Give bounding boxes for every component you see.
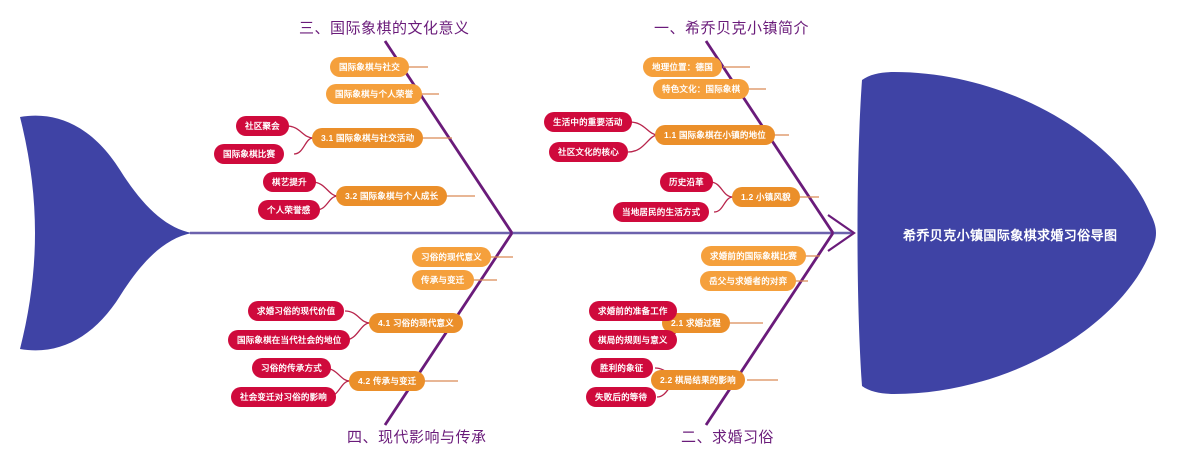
node-s1-b2-child-1[interactable]: 历史沿革 xyxy=(660,172,713,192)
node-s2-b2-child-1[interactable]: 胜利的象征 xyxy=(591,358,653,378)
fish-head-shape xyxy=(857,72,1156,394)
node-s4-extra-1[interactable]: 习俗的现代意义 xyxy=(412,247,491,267)
section-header-2: 二、求婚习俗 xyxy=(681,429,775,446)
node-s3-branch-3-2[interactable]: 3.2 国际象棋与个人成长 xyxy=(336,186,448,206)
spine-arrow-icon xyxy=(827,214,856,252)
node-s1-branch-1-1[interactable]: 1.1 国际象棋在小镇的地位 xyxy=(655,125,775,145)
node-s3-b1-child-1[interactable]: 社区聚会 xyxy=(236,116,289,136)
connector-s1-b1-c2 xyxy=(627,134,659,153)
node-s4-b2-child-2[interactable]: 社会变迁对习俗的影响 xyxy=(231,387,337,407)
connector-s1-b2-c1 xyxy=(709,181,734,198)
node-s4-extra-2[interactable]: 传承与变迁 xyxy=(412,270,474,290)
fish-tail-shape xyxy=(20,115,192,351)
node-s1-culture[interactable]: 特色文化：国际象棋 xyxy=(653,79,750,99)
node-s4-b1-child-1[interactable]: 求婚习俗的现代价值 xyxy=(248,301,345,321)
node-s3-branch-3-1[interactable]: 3.1 国际象棋与社交活动 xyxy=(312,128,424,148)
connector-s3-b1-c1 xyxy=(286,125,314,139)
node-s2-branch-2-1[interactable]: 2.1 求婚过程 xyxy=(662,313,730,333)
section-header-1: 一、希乔贝克小镇简介 xyxy=(654,20,810,37)
section-header-3: 三、国际象棋的文化意义 xyxy=(299,20,470,37)
node-s2-b2-child-2[interactable]: 失败后的等待 xyxy=(586,387,657,407)
node-s2-extra-2[interactable]: 岳父与求婚者的对弈 xyxy=(700,271,797,291)
node-s1-geo[interactable]: 地理位置：德国 xyxy=(643,57,722,77)
node-s3-b2-child-1[interactable]: 棋艺提升 xyxy=(263,172,316,192)
node-s1-b1-child-1[interactable]: 生活中的重要活动 xyxy=(544,112,632,132)
node-s1-branch-1-2[interactable]: 1.2 小镇风貌 xyxy=(732,187,800,207)
section-header-4: 四、现代影响与传承 xyxy=(347,429,487,446)
node-s2-branch-2-2[interactable]: 2.2 棋局结果的影响 xyxy=(651,370,745,390)
node-s1-b2-child-2[interactable]: 当地居民的生活方式 xyxy=(613,202,710,222)
connector-s3-b1-c2 xyxy=(293,137,314,155)
node-s3-b2-child-2[interactable]: 个人荣誉感 xyxy=(258,200,320,220)
node-s3-b1-child-2[interactable]: 国际象棋比赛 xyxy=(214,144,285,164)
node-s4-b1-child-2[interactable]: 国际象棋在当代社会的地位 xyxy=(228,330,351,350)
node-s4-b2-child-1[interactable]: 习俗的传承方式 xyxy=(252,358,331,378)
node-s3-extra-2[interactable]: 国际象棋与个人荣誉 xyxy=(326,84,423,104)
connector-s1-b1-c1 xyxy=(629,121,659,136)
node-s1-b1-child-2[interactable]: 社区文化的核心 xyxy=(549,142,628,162)
node-s2-extra-1[interactable]: 求婚前的国际象棋比赛 xyxy=(701,246,807,266)
page-title: 希乔贝克小镇国际象棋求婚习俗导图 xyxy=(903,228,1118,243)
node-s2-b1-child-1[interactable]: 求婚前的准备工作 xyxy=(589,301,677,321)
connector-s4-b1-c1 xyxy=(344,310,371,324)
node-s4-branch-4-2[interactable]: 4.2 传承与变迁 xyxy=(349,371,426,391)
connector-s1-b2-c2 xyxy=(713,196,734,213)
bone-section-2 xyxy=(704,232,835,426)
node-s4-branch-4-1[interactable]: 4.1 习俗的现代意义 xyxy=(369,313,463,333)
node-s2-b1-child-2[interactable]: 棋局的规则与意义 xyxy=(589,330,677,350)
connector-s3-b2-c1 xyxy=(311,181,339,197)
node-s3-extra-1[interactable]: 国际象棋与社交 xyxy=(330,57,409,77)
